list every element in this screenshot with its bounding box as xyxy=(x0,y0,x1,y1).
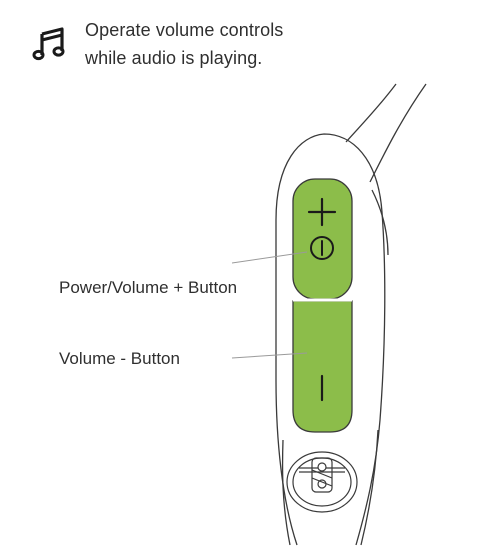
leader-line-power xyxy=(231,251,308,264)
power-volume-up-button[interactable] xyxy=(292,178,353,300)
leader-line-volume-down xyxy=(231,352,308,359)
neckband-wire xyxy=(345,83,427,256)
instruction-text: Operate volume controls while audio is p… xyxy=(85,16,283,72)
instruction-line-1: Operate volume controls xyxy=(85,20,284,40)
music-note-icon xyxy=(32,27,65,61)
plus-icon xyxy=(307,197,337,227)
control-housing xyxy=(275,133,386,546)
charging-port xyxy=(286,451,358,513)
instruction-line-2: while audio is playing. xyxy=(85,48,263,68)
power-volume-up-label: Power/Volume + Button xyxy=(59,278,238,297)
instruction-note: Operate volume controls while audio is p… xyxy=(31,16,283,72)
volume-down-button[interactable] xyxy=(292,300,353,433)
volume-down-label: Volume - Button xyxy=(59,349,180,368)
power-icon xyxy=(310,236,334,260)
